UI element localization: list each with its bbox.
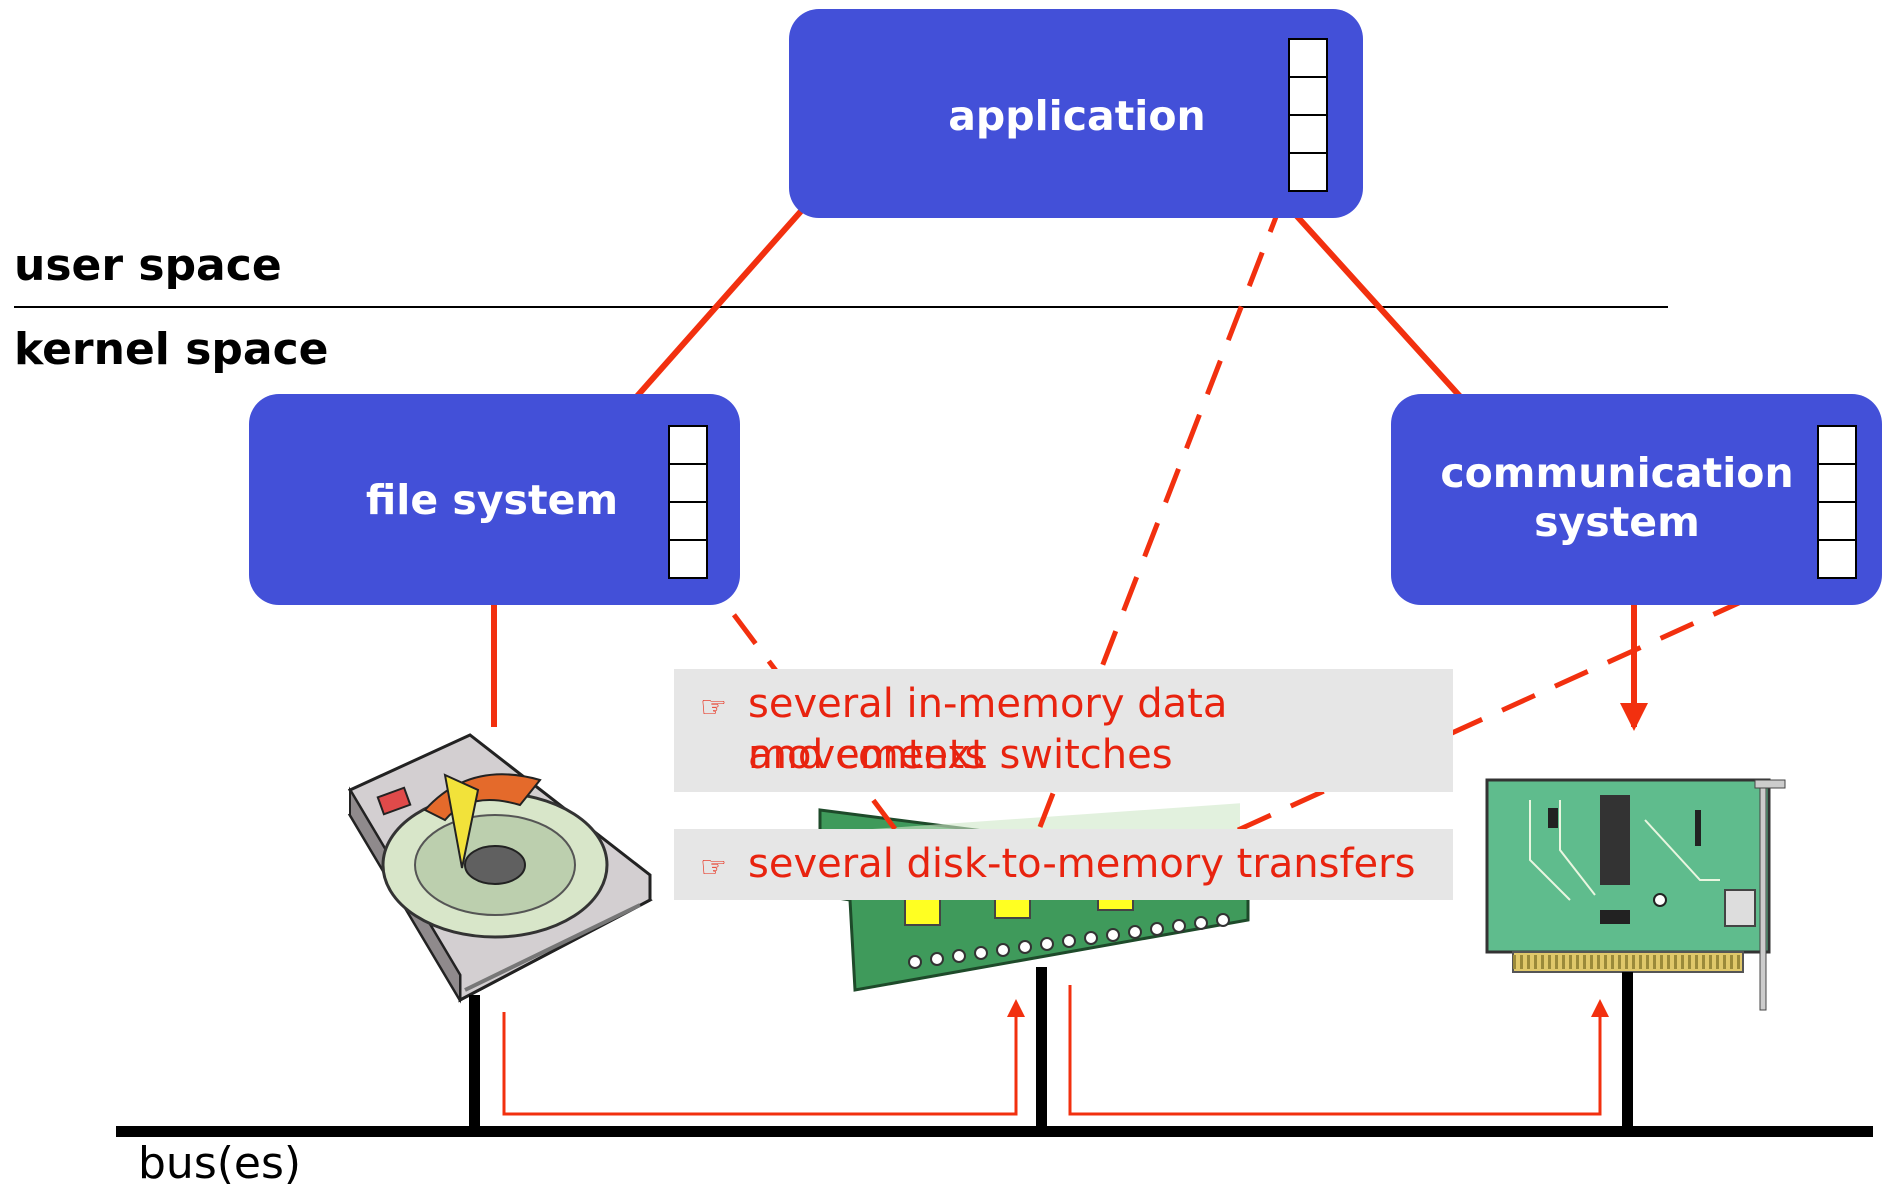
file-system-buffer-queue xyxy=(668,425,708,579)
arrow-mem-to-comm-dashed xyxy=(1236,564,1822,833)
note-in-memory-movements: ☞ several in-memory data movements and c… xyxy=(674,669,1453,792)
pointing-hand-icon: ☞ xyxy=(700,850,727,885)
disk-bus-connector xyxy=(469,995,480,1127)
file-system-label: file system xyxy=(365,476,619,524)
application-label: application xyxy=(948,92,1206,140)
application-box: application xyxy=(789,9,1363,218)
kernel-space-label: kernel space xyxy=(14,324,329,375)
communication-label-line2: system xyxy=(1534,498,1700,546)
communication-buffer-queue xyxy=(1817,425,1857,579)
communication-system-box: communication system xyxy=(1391,394,1882,605)
bus-label: bus(es) xyxy=(138,1138,302,1189)
note-line-2: and context switches xyxy=(748,732,1173,778)
user-space-label: user space xyxy=(14,240,282,291)
arrow-disk-to-mem-transfer xyxy=(502,999,1025,1116)
hard-disk-icon xyxy=(347,733,653,1004)
nic-bus-connector xyxy=(1622,972,1633,1127)
note-disk-transfers: ☞ several disk-to-memory transfers xyxy=(674,829,1453,900)
note-line-1: several in-memory data movements xyxy=(748,681,1228,778)
communication-label-line1: communication xyxy=(1440,449,1794,497)
file-system-box: file system xyxy=(249,394,740,605)
bus-line xyxy=(116,1126,1873,1137)
pointing-hand-icon: ☞ xyxy=(700,690,727,725)
note-text: several disk-to-memory transfers xyxy=(748,841,1416,887)
arrow-mem-to-nic-transfer xyxy=(1068,985,1609,1116)
application-buffer-queue xyxy=(1288,38,1328,192)
memory-bus-connector xyxy=(1036,967,1047,1127)
network-card-icon xyxy=(1485,778,1786,1011)
